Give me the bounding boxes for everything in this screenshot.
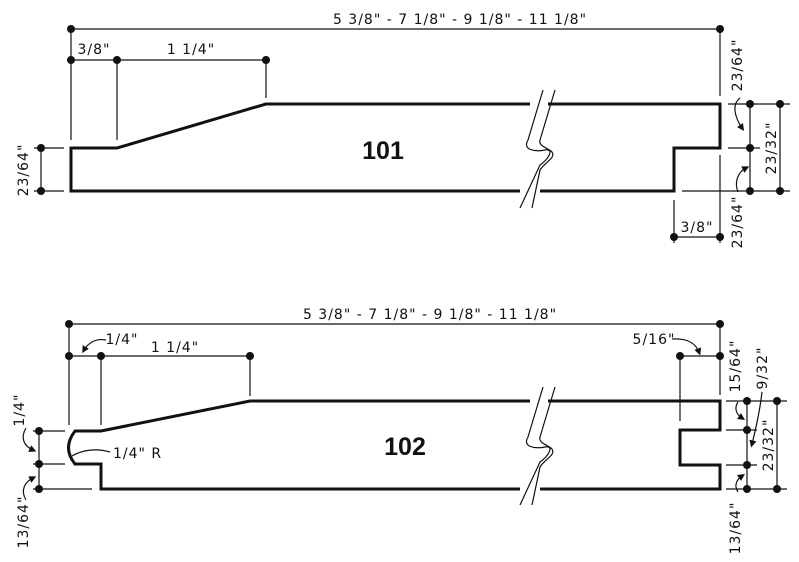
tongue-height-label: 1/4" [12, 394, 28, 427]
right-lower-offset-label: 23/64" [730, 196, 746, 249]
part-number-101: 101 [362, 137, 404, 165]
profile-102-outline [67, 399, 722, 491]
tongue-width-label: 1/4" [106, 332, 139, 348]
overall-width-label: 5 3/8" - 7 1/8" - 9 1/8" - 11 1/8" [303, 307, 557, 323]
break-symbol [519, 386, 556, 506]
rabbet-width-label: 3/8" [681, 220, 714, 236]
right-upper-offset-label: 23/64" [730, 39, 746, 92]
bevel-width-label: 1 1/4" [167, 42, 215, 58]
total-thickness-label: 23/32" [761, 419, 777, 472]
total-thickness-label: 23/32" [764, 122, 780, 175]
break-symbol [519, 89, 556, 209]
profile-101: 101 5 3/8" - 7 1/8" - 9 1/8" - 11 1/8" 3… [16, 12, 790, 248]
groove-depth-label: 5/16" [633, 332, 676, 348]
bevel-width-label: 1 1/4" [151, 340, 199, 356]
part-number-102: 102 [384, 433, 426, 461]
profile-102: 102 5 3/8" - 7 1/8" - 9 1/8" - 11 1/8" 1… [12, 307, 787, 554]
tongue-radius-label: 1/4" R [113, 446, 162, 462]
profile-101-outline [69, 102, 722, 193]
overall-width-label: 5 3/8" - 7 1/8" - 9 1/8" - 11 1/8" [333, 12, 587, 28]
tongue-bottom-offset-label: 13/64" [16, 496, 32, 549]
left-edge-thickness-label: 23/64" [16, 144, 32, 197]
groove-height-label: 9/32" [755, 347, 771, 390]
left-step-width-label: 3/8" [78, 42, 111, 58]
groove-bottom-offset-label: 13/64" [728, 502, 744, 555]
groove-top-offset-label: 15/64" [728, 340, 744, 393]
